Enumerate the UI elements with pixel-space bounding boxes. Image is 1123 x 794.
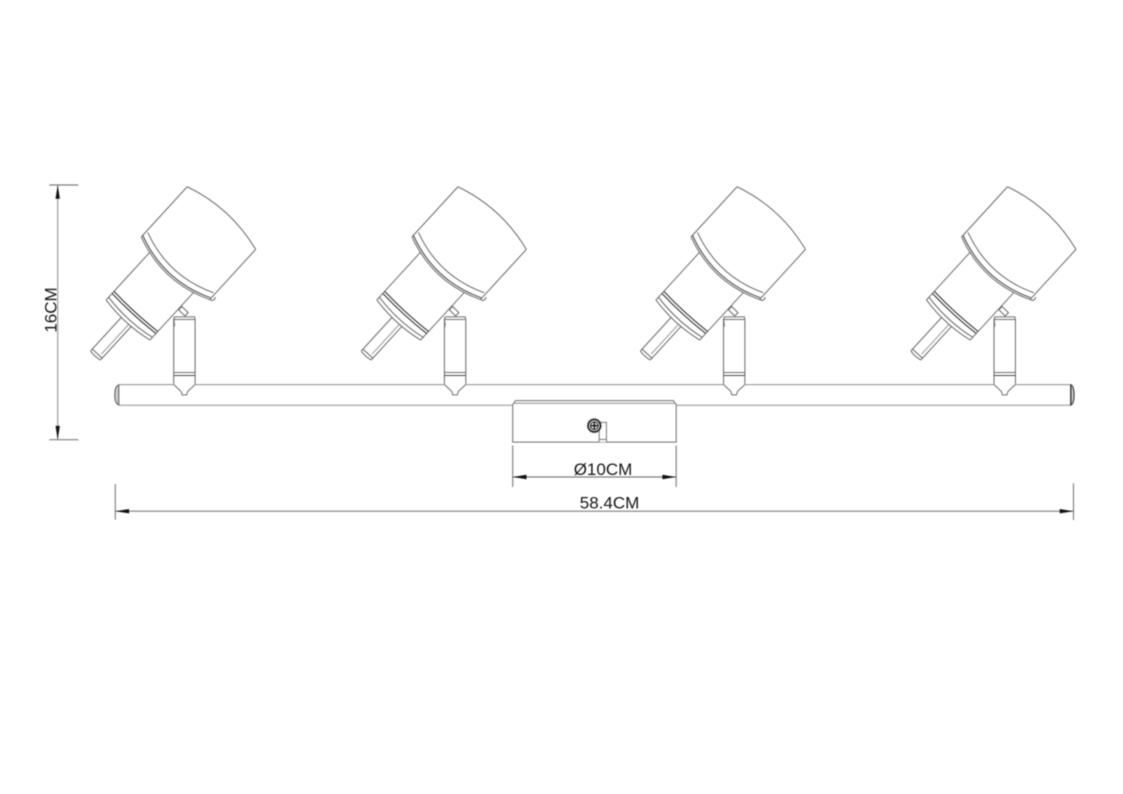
- svg-text:Ø10CM: Ø10CM: [574, 460, 633, 479]
- svg-text:16CM: 16CM: [42, 287, 61, 332]
- svg-text:58.4CM: 58.4CM: [580, 494, 640, 513]
